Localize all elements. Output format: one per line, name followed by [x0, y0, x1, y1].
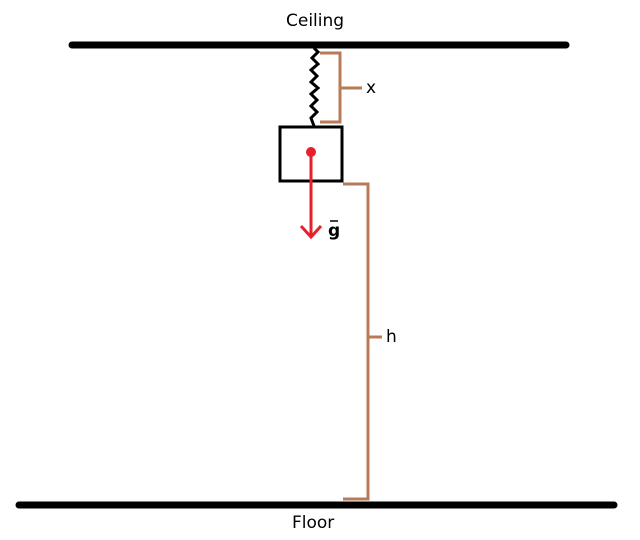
- spring: [308, 46, 321, 127]
- gravity-label: g: [328, 221, 340, 241]
- gravity-arrowhead: [299, 224, 323, 240]
- spring-extension-bracket: [320, 51, 362, 124]
- floor-label: Floor: [292, 513, 334, 533]
- spring-extension-label: x: [366, 78, 376, 98]
- height-bracket: [343, 182, 382, 501]
- height-label: h: [386, 327, 397, 347]
- ceiling-label: Ceiling: [286, 11, 344, 31]
